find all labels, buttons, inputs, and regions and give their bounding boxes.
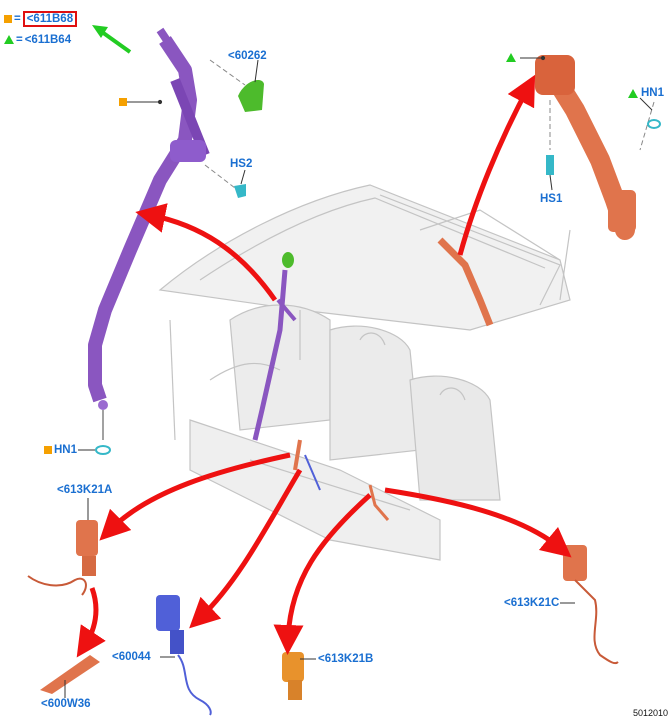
callout-60044: <60044 bbox=[112, 651, 151, 663]
callout-60262: <60262 bbox=[228, 50, 267, 62]
callout-613K21A: <613K21A bbox=[57, 484, 113, 496]
orange-seatbelt-assembly bbox=[535, 55, 661, 240]
square-legend-icon bbox=[4, 14, 12, 23]
buckle-613K21C bbox=[563, 545, 619, 665]
hs2-fastener bbox=[204, 164, 246, 198]
callout-hn1-right: HN1 bbox=[641, 87, 665, 99]
legend-label-611B68: <611B68 bbox=[22, 11, 78, 27]
callout-600W36: <600W36 bbox=[41, 698, 91, 710]
triangle-legend-icon bbox=[4, 35, 14, 45]
legend-row-triangle: =<611B64 bbox=[4, 34, 71, 47]
trim-cover-60262 bbox=[209, 59, 264, 112]
reference-number: 5012010 bbox=[632, 708, 668, 718]
callout-hs1: HS1 bbox=[540, 193, 563, 205]
buckle-613K21A bbox=[27, 520, 98, 596]
red-pointer-arrows bbox=[76, 74, 572, 658]
in-vehicle-belts bbox=[252, 237, 494, 521]
square-marker-left-belt bbox=[119, 98, 127, 106]
vehicle-body-ghost bbox=[158, 184, 571, 561]
buckle-613K21B bbox=[282, 652, 304, 700]
callout-leaders bbox=[64, 55, 653, 698]
buckle-60044 bbox=[156, 595, 212, 716]
legend-row-square: =<611B68 bbox=[4, 11, 78, 27]
legend-pointer-arrow bbox=[92, 25, 132, 54]
triangle-marker-right-belt bbox=[506, 53, 516, 62]
square-marker-hn1-left bbox=[44, 446, 52, 454]
callout-hn1-left: HN1 bbox=[54, 444, 78, 456]
cover-600W36 bbox=[40, 655, 100, 694]
triangle-marker-hn1-right bbox=[628, 89, 638, 98]
purple-seatbelt-assembly bbox=[88, 27, 210, 455]
callout-613K21B: <613K21B bbox=[318, 653, 374, 665]
callout-hs2: HS2 bbox=[230, 158, 253, 170]
callout-613K21C: <613K21C bbox=[504, 597, 560, 609]
legend-label-611B64: <611B64 bbox=[24, 34, 72, 46]
